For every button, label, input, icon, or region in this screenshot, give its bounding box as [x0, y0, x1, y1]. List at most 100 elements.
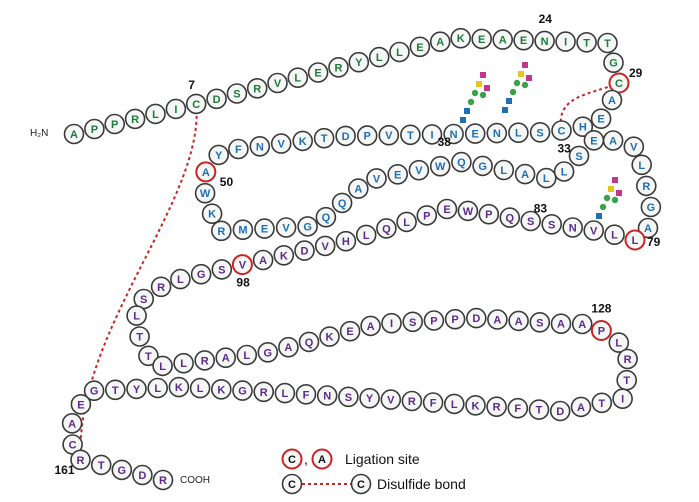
residue-3: P — [104, 113, 125, 135]
svg-text:W: W — [463, 206, 474, 218]
residue-35: L — [508, 122, 529, 143]
svg-text:K: K — [280, 250, 288, 262]
svg-text:N: N — [256, 141, 264, 153]
label-residue-83: 83 — [534, 201, 548, 215]
svg-text:L: L — [180, 358, 187, 370]
residue-4: R — [124, 108, 146, 130]
svg-text:D: D — [556, 406, 564, 418]
residue-153: K — [168, 376, 190, 398]
residue-39: I — [421, 124, 443, 145]
svg-text:S: S — [527, 216, 534, 228]
svg-text:L: L — [561, 167, 568, 179]
residue-145: S — [338, 386, 359, 408]
svg-text:G: G — [118, 465, 127, 477]
svg-text:Q: Q — [305, 337, 314, 349]
svg-text:A: A — [609, 136, 617, 148]
residue-82: N — [562, 217, 584, 238]
svg-text:V: V — [278, 139, 286, 151]
residue-54: M — [232, 219, 254, 240]
residue-134: A — [570, 396, 592, 418]
svg-text:W: W — [435, 161, 446, 173]
residue-99: S — [211, 259, 233, 280]
svg-text:P: P — [91, 124, 98, 136]
glycan-83 — [592, 177, 622, 228]
residue-101: L — [170, 268, 191, 290]
residue-114: Q — [298, 331, 320, 353]
residue-33: C — [551, 120, 572, 141]
residue-140: L — [443, 393, 465, 415]
residue-80: L — [604, 224, 625, 245]
residue-124: A — [508, 310, 529, 332]
residue-162: T — [90, 454, 112, 476]
residue-147: F — [295, 383, 317, 405]
residue-24: N — [534, 30, 555, 52]
residue-132: I — [612, 388, 633, 410]
residue-128: P — [590, 320, 612, 341]
residue-52: K — [201, 203, 223, 224]
residue-129: L — [608, 332, 630, 353]
svg-text:L: L — [363, 230, 370, 242]
svg-text:R: R — [624, 354, 632, 366]
svg-text:T: T — [604, 38, 611, 50]
residue-84: S — [520, 210, 542, 232]
residue-25: I — [555, 31, 576, 52]
residue-121: P — [444, 308, 466, 330]
residue-98: V — [231, 254, 253, 276]
residue-71: S — [568, 145, 590, 167]
svg-text:F: F — [235, 144, 242, 156]
label-residue-128: 128 — [591, 302, 611, 316]
residue-50: A — [195, 161, 217, 183]
residue-46: V — [270, 133, 292, 154]
svg-text:L: L — [403, 217, 410, 229]
svg-text:K: K — [217, 384, 225, 396]
residue-17: L — [389, 41, 410, 63]
residue-86: P — [478, 203, 500, 225]
svg-text:N: N — [493, 128, 501, 140]
residue-95: D — [294, 240, 315, 261]
residue-100: G — [190, 263, 212, 285]
residue-73: A — [602, 130, 624, 151]
residue-68: A — [514, 163, 536, 185]
svg-text:K: K — [175, 382, 183, 394]
residue-137: F — [507, 397, 529, 419]
residue-77: G — [640, 196, 662, 218]
residue-74: V — [623, 136, 645, 157]
residue-159: A — [61, 412, 83, 434]
svg-text:L: L — [243, 350, 250, 362]
svg-text:R: R — [131, 114, 139, 126]
svg-text:S: S — [345, 392, 352, 404]
svg-text:M: M — [238, 225, 247, 237]
svg-text:S: S — [409, 317, 416, 329]
svg-text:N: N — [569, 223, 577, 235]
svg-text:L: L — [197, 383, 204, 395]
svg-text:E: E — [314, 68, 321, 80]
glycan-24 — [502, 62, 532, 113]
residue-93: H — [335, 230, 357, 252]
svg-text:S: S — [536, 317, 543, 329]
residue-51: W — [194, 182, 216, 204]
svg-text:A: A — [367, 321, 375, 333]
svg-text:S: S — [140, 294, 147, 306]
svg-text:L: L — [632, 235, 639, 247]
svg-text:P: P — [485, 209, 492, 221]
svg-text:L: L — [396, 47, 403, 59]
svg-text:V: V — [322, 241, 330, 253]
residue-139: K — [465, 394, 486, 416]
residue-5: L — [145, 103, 166, 125]
residue-57: G — [297, 216, 318, 237]
svg-text:G: G — [647, 202, 656, 214]
residue-40: T — [400, 124, 421, 146]
label-residue-38: 38 — [438, 135, 452, 149]
svg-text:K: K — [299, 136, 307, 148]
label-residue-161: 161 — [55, 463, 75, 477]
svg-text:Y: Y — [355, 57, 363, 69]
residue-47: N — [249, 136, 271, 157]
svg-text:C: C — [192, 99, 200, 111]
svg-text:G: G — [90, 386, 99, 398]
residue-108: L — [173, 352, 194, 374]
svg-text:P: P — [451, 314, 458, 326]
svg-text:A: A — [557, 319, 565, 331]
residue-41: V — [378, 124, 400, 146]
